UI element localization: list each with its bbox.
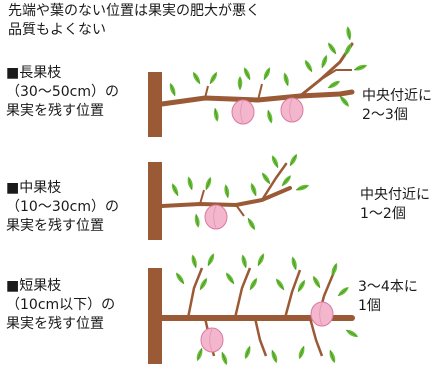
short-branch-trunk — [148, 268, 162, 364]
section-short-note: 3〜4本に 1個 — [358, 279, 418, 314]
section-long-label: ■長果枝 （30〜50cm）の 果実を残す位置 — [6, 65, 119, 119]
section-long-note: 中央付近に 2〜3個 — [362, 88, 432, 123]
section-medium-label: ■中果枝 （10〜30cm）の 果実を残す位置 — [6, 180, 119, 234]
long-branch-trunk — [148, 72, 162, 137]
medium-branch-trunk — [148, 162, 162, 240]
long-branch-fruit-1 — [231, 99, 255, 125]
medium-branch-fruit-1 — [204, 204, 228, 230]
short-branch-illustration — [148, 252, 360, 367]
section-short-label: ■短果枝 （10cm以下）の 果実を残す位置 — [6, 278, 116, 332]
section-medium-note: 中央付近に 1〜2個 — [360, 187, 430, 222]
long-branch-fruit-2 — [280, 97, 304, 123]
short-branch-fruit-1 — [200, 327, 224, 353]
long-branch-main — [159, 89, 355, 107]
medium-branch-illustration — [148, 152, 311, 240]
short-branch-fruit-2 — [310, 301, 334, 327]
diagram-title: 先端や葉のない位置は果実の肥大が悪く 品質もよくない — [8, 3, 260, 38]
long-branch-illustration — [148, 25, 369, 137]
